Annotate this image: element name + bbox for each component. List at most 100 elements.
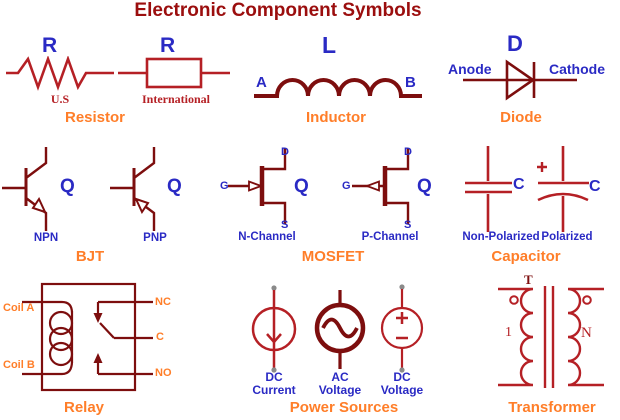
inductor-ref-label: L (322, 32, 337, 58)
inductor-name-label: Inductor (306, 109, 366, 126)
ac-voltage-source-symbol (314, 290, 366, 369)
resistor-us-variant-label: U.S (50, 92, 70, 106)
terminal-dot-icon (399, 367, 405, 373)
capacitor-polarized-symbol (537, 146, 589, 232)
transformer-secondary-winding (567, 287, 604, 387)
relay-nc-contact (96, 300, 153, 316)
transformer-core (543, 286, 555, 388)
pnp-collector (133, 147, 156, 179)
ac-voltage-label-line1: AC (331, 370, 349, 384)
capacitor-np-ref-label: C (513, 176, 525, 193)
mosfet-p-symbol (352, 148, 410, 224)
plus-sign-icon (396, 312, 408, 324)
diode-symbol (463, 59, 577, 101)
transformer-ref-label: T (524, 272, 533, 287)
dc-current-label: DC Current (244, 371, 304, 397)
terminal-dot-icon (399, 284, 405, 290)
capacitor-np-variant-label: Non-Polarized (462, 231, 540, 243)
relay-coil-loop (48, 326, 74, 352)
dc-voltage-circle (380, 306, 424, 350)
bjt-npn-ref-label: Q (60, 176, 75, 197)
ac-voltage-label-line2: Voltage (318, 383, 362, 397)
pnp-emitter-arrow-icon (134, 197, 150, 215)
diode-triangle (505, 59, 536, 101)
relay-no-label: NO (155, 367, 172, 379)
transformer-secondary-label: N (581, 325, 592, 341)
dc-voltage-label: DC Voltage (372, 371, 432, 397)
mosfet-n-variant-label: N-Channel (238, 231, 296, 243)
ac-voltage-label: AC Voltage (310, 371, 370, 397)
relay-coil-b-label: Coil B (3, 359, 35, 371)
relay-no-arrow-icon (93, 353, 103, 363)
mosfet-n-source-label: S (281, 219, 289, 231)
bjt-pnp-symbol (110, 147, 156, 231)
resistor-box (145, 57, 203, 89)
mosfet-p-gate-label: G (342, 180, 351, 192)
mosfet-n-gate-arrow-icon (248, 180, 264, 192)
mosfet-n-symbol (228, 148, 287, 224)
dc-current-source-symbol (251, 285, 297, 373)
diode-ref-label: D (507, 31, 523, 56)
ac-circle (314, 302, 366, 354)
mosfet-n-gate-label: G (220, 180, 229, 192)
mosfet-n-source-lead (264, 201, 287, 224)
mosfet-p-variant-label: P-Channel (361, 231, 419, 243)
mosfet-name-label: MOSFET (301, 248, 365, 265)
transformer-primary-dot-icon (509, 295, 519, 305)
cap-p-plus-sign-icon (537, 162, 547, 172)
dc-voltage-label-line1: DC (393, 370, 411, 384)
transformer-primary-winding (498, 287, 534, 387)
diode-anode-label: Anode (448, 61, 492, 77)
resistor-us-symbol (6, 56, 114, 91)
dc-voltage-source-symbol (380, 284, 424, 373)
capacitor-p-variant-label: Polarized (541, 231, 593, 243)
bjt-pnp-ref-label: Q (167, 176, 182, 197)
relay-nc-label: NC (155, 296, 171, 308)
mosfet-n-drain-lead (264, 148, 287, 171)
transformer-symbol (498, 286, 604, 388)
resistor-intl-ref-label: R (160, 34, 176, 57)
inductor-terminal-a-label: A (256, 74, 267, 91)
ac-sine-wave-icon (321, 317, 359, 339)
relay-symbol (22, 282, 153, 392)
relay-coil-loop (48, 310, 74, 336)
inductor-coil (254, 78, 422, 98)
bjt-pnp-variant-label: PNP (143, 232, 167, 244)
relay-coil-a-label: Coil A (3, 302, 35, 314)
dc-voltage-label-line2: Voltage (380, 383, 424, 397)
terminal-dot-icon (271, 367, 277, 373)
resistor-us-ref-label: R (42, 34, 58, 57)
capacitor-name-label: Capacitor (491, 248, 561, 265)
dc-current-label-line1: DC (265, 370, 283, 384)
page-title: Electronic Component Symbols (134, 0, 422, 21)
mosfet-p-drain-label: D (404, 146, 412, 158)
transformer-secondary-dot-icon (582, 295, 592, 305)
dc-current-label-line2: Current (252, 383, 296, 397)
terminal-dot-icon (271, 285, 277, 291)
mosfet-p-source-lead (387, 201, 410, 224)
npn-emitter-arrow-icon (31, 196, 47, 214)
resistor-intl-symbol (118, 57, 230, 89)
capacitor-nonpolarized-symbol (465, 146, 512, 232)
inductor-symbol (254, 78, 422, 98)
npn-collector (25, 147, 48, 179)
diode-name-label: Diode (500, 109, 542, 126)
relay-common-contact (99, 322, 153, 340)
mosfet-p-drain-lead (387, 148, 410, 171)
transformer-primary-label: 1 (505, 325, 512, 340)
mosfet-p-gate-arrow-icon (364, 180, 380, 192)
inductor-terminal-b-label: B (405, 74, 416, 91)
resistor-name-label: Resistor (64, 109, 126, 126)
mosfet-n-drain-label: D (281, 146, 289, 158)
mosfet-n-ref-label: Q (294, 176, 309, 197)
dc-current-arrow-icon (266, 333, 282, 344)
mosfet-p-source-label: S (404, 219, 412, 231)
diode-cathode-label: Cathode (549, 61, 605, 77)
bjt-npn-symbol (2, 147, 48, 231)
relay-no-contact (96, 360, 153, 376)
transformer-name-label: Transformer (508, 399, 596, 416)
cap-p-plate-curved (537, 192, 589, 202)
relay-c-label: C (156, 331, 164, 343)
power-sources-name-label: Power Sources (289, 399, 399, 416)
